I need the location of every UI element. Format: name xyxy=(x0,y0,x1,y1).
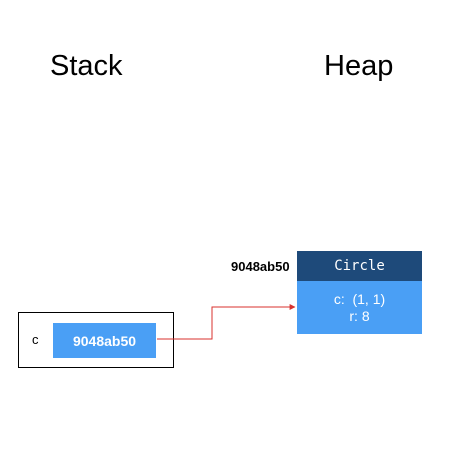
object-field-center: c: (1, 1) xyxy=(333,290,386,307)
stack-frame: c 9048ab50 xyxy=(18,312,174,368)
pointer-value-box: 9048ab50 xyxy=(53,323,156,358)
object-class-header: Circle xyxy=(297,251,422,281)
reference-arrow-path xyxy=(157,304,296,340)
object-fields: c: (1, 1) r: 8 xyxy=(297,281,422,334)
object-field-radius: r: 8 xyxy=(349,307,370,324)
heap-heading: Heap xyxy=(324,50,394,82)
variable-name: c xyxy=(32,332,39,347)
object-address: 9048ab50 xyxy=(231,259,290,274)
stack-heading: Stack xyxy=(50,50,123,82)
